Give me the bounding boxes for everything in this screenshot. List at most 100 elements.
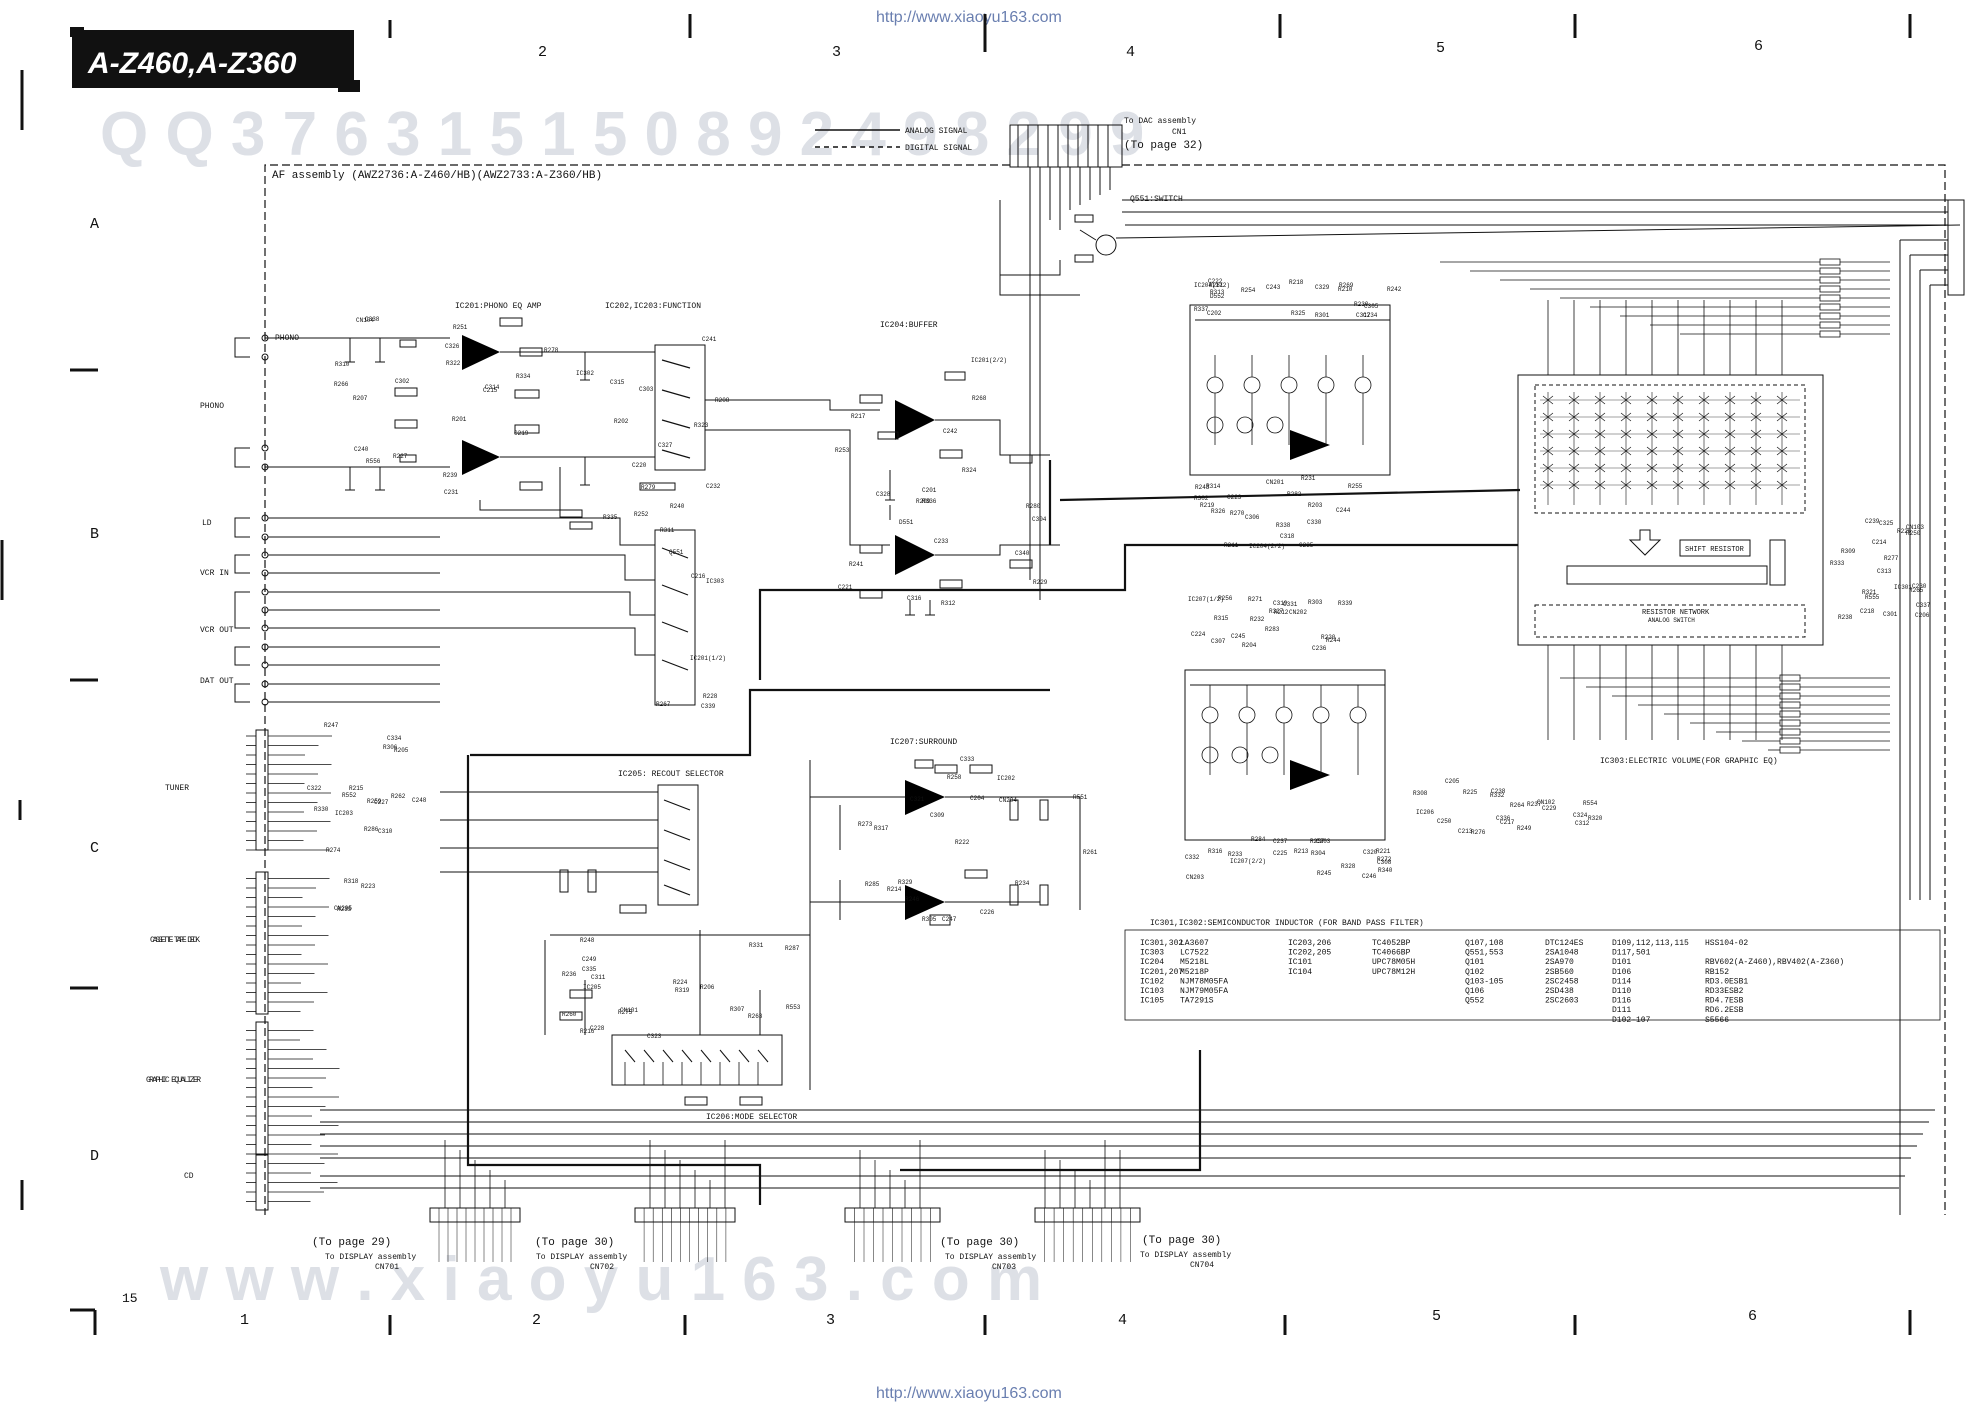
component-ref: R277 bbox=[1884, 555, 1899, 562]
component-ref: R255 bbox=[1348, 483, 1363, 490]
component-ref: R334 bbox=[516, 373, 531, 380]
component-ref: R282 bbox=[1287, 491, 1302, 498]
component-ref: R229 bbox=[1033, 579, 1048, 586]
ic207-title: IC207:SURROUND bbox=[890, 738, 957, 747]
parts-table-cell: D106 bbox=[1612, 968, 1631, 977]
parts-table-cell: IC204 bbox=[1140, 958, 1164, 967]
parts-table-cell: Q103-105 bbox=[1465, 977, 1504, 986]
component-ref: R270 bbox=[1230, 510, 1245, 517]
component-ref: R556 bbox=[366, 458, 381, 465]
component-ref: R286 bbox=[364, 826, 379, 833]
component-ref: R262 bbox=[391, 793, 406, 800]
parts-table-cell: Q107,108 bbox=[1465, 939, 1504, 948]
component-ref: IC207(1/2) bbox=[1188, 596, 1224, 603]
parts-table-cell: IC203,206 bbox=[1288, 939, 1331, 948]
component-ref: R285 bbox=[865, 881, 880, 888]
component-ref: R221 bbox=[1376, 848, 1391, 855]
col-top-3: 3 bbox=[832, 44, 841, 61]
component-ref: C201 bbox=[922, 487, 937, 494]
component-ref: R214 bbox=[887, 886, 902, 893]
parts-table-cell: D117,501 bbox=[1612, 949, 1651, 958]
parts-table-cell: D109,112,113,115 bbox=[1612, 939, 1689, 948]
parts-table-cell: Q106 bbox=[1465, 987, 1484, 996]
component-ref: R274 bbox=[326, 847, 341, 854]
column-labels-top: 2 3 4 5 6 bbox=[538, 38, 1763, 61]
component-ref: R217 bbox=[851, 413, 866, 420]
component-ref: R224 bbox=[673, 979, 688, 986]
component-ref: C335 bbox=[582, 966, 597, 973]
component-ref: C204 bbox=[970, 795, 985, 802]
component-ref: C323 bbox=[647, 1033, 662, 1040]
component-ref: C243 bbox=[1266, 284, 1281, 291]
component-ref: D551 bbox=[899, 519, 914, 526]
component-ref: R317 bbox=[874, 825, 889, 832]
input-graphic-eq: GRAPHIC EQUALIZER bbox=[146, 1076, 201, 1085]
component-ref: C232 bbox=[706, 483, 721, 490]
component-ref: R281 bbox=[1209, 282, 1224, 289]
component-ref: IC206 bbox=[1416, 809, 1434, 816]
cn703-id: CN703 bbox=[992, 1263, 1016, 1272]
parts-table-cell: IC303 bbox=[1140, 949, 1164, 958]
component-ref: C206 bbox=[1915, 612, 1930, 619]
component-ref: R207 bbox=[353, 395, 368, 402]
parts-table-cell: 2SA1048 bbox=[1545, 949, 1579, 958]
row-a: A bbox=[90, 216, 99, 233]
parts-table-cell: M5218P bbox=[1180, 968, 1209, 977]
input-jacks bbox=[234, 334, 440, 706]
parts-table-cell: UPC78M12H bbox=[1372, 968, 1415, 977]
component-ref: C327 bbox=[658, 442, 673, 449]
component-ref: R306 bbox=[383, 744, 398, 751]
component-ref: CN205 bbox=[334, 905, 352, 912]
component-ref: R284 bbox=[1251, 836, 1266, 843]
component-ref: R554 bbox=[1583, 800, 1598, 807]
component-ref: R205 bbox=[394, 747, 409, 754]
component-ref: C317 bbox=[1356, 312, 1371, 319]
component-ref: R254 bbox=[1241, 287, 1256, 294]
component-ref: R220 bbox=[1321, 634, 1336, 641]
component-ref: R304 bbox=[1311, 850, 1326, 857]
component-ref: C328 bbox=[876, 491, 891, 498]
component-ref: C304 bbox=[1032, 516, 1047, 523]
component-ref: C334 bbox=[387, 735, 402, 742]
component-ref: C202 bbox=[1207, 310, 1222, 317]
component-ref: R311 bbox=[660, 527, 675, 534]
component-ref: R245 bbox=[1317, 870, 1332, 877]
component-ref: C237 bbox=[1273, 838, 1288, 845]
parts-table-cell: IC103 bbox=[1140, 987, 1164, 996]
component-ref: R315 bbox=[1214, 615, 1229, 622]
dac-line1: To DAC assembly bbox=[1124, 117, 1196, 126]
component-ref: C333 bbox=[960, 756, 975, 763]
parts-table-cell: 2SC2458 bbox=[1545, 977, 1579, 986]
component-ref: R257 bbox=[1310, 838, 1325, 845]
component-ref: R232 bbox=[1250, 616, 1265, 623]
cn704-page: (To page 30) bbox=[1142, 1235, 1221, 1247]
component-ref: R264 bbox=[1510, 802, 1525, 809]
parts-table-cell: 2SB560 bbox=[1545, 968, 1574, 977]
component-ref: C223 bbox=[1227, 494, 1242, 501]
component-ref: R333 bbox=[1830, 560, 1845, 567]
parts-table-cell: NJM79M05FA bbox=[1180, 987, 1228, 996]
parts-table-cell: RD6.2ESB bbox=[1705, 1006, 1744, 1015]
component-ref: R236 bbox=[562, 971, 577, 978]
component-ref: R260 bbox=[562, 1011, 577, 1018]
row-labels: A B C D bbox=[90, 216, 99, 1165]
component-ref: R216 bbox=[580, 1028, 595, 1035]
model-badge: A-Z460,A-Z360 bbox=[70, 27, 360, 92]
component-ref: R301 bbox=[1315, 312, 1330, 319]
component-ref: C315 bbox=[610, 379, 625, 386]
bottom-wiring bbox=[320, 1109, 1935, 1208]
parts-table-cell: Q101 bbox=[1465, 958, 1484, 967]
parts-table-cell: LA3607 bbox=[1180, 939, 1209, 948]
ic204-buffer bbox=[859, 371, 1060, 616]
component-ref: R551 bbox=[1073, 794, 1088, 801]
component-ref: C219 bbox=[514, 430, 529, 437]
component-ref: C236 bbox=[1312, 645, 1327, 652]
cn701-id: CN701 bbox=[375, 1263, 399, 1272]
component-ref: C331 bbox=[1283, 601, 1298, 608]
component-ref: R208 bbox=[715, 397, 730, 404]
component-ref: C222 bbox=[1208, 278, 1223, 285]
component-ref: R337 bbox=[1194, 306, 1209, 313]
component-ref: R338 bbox=[1276, 522, 1291, 529]
parts-table-cell: Q552 bbox=[1465, 997, 1484, 1006]
component-ref: R273 bbox=[858, 821, 873, 828]
